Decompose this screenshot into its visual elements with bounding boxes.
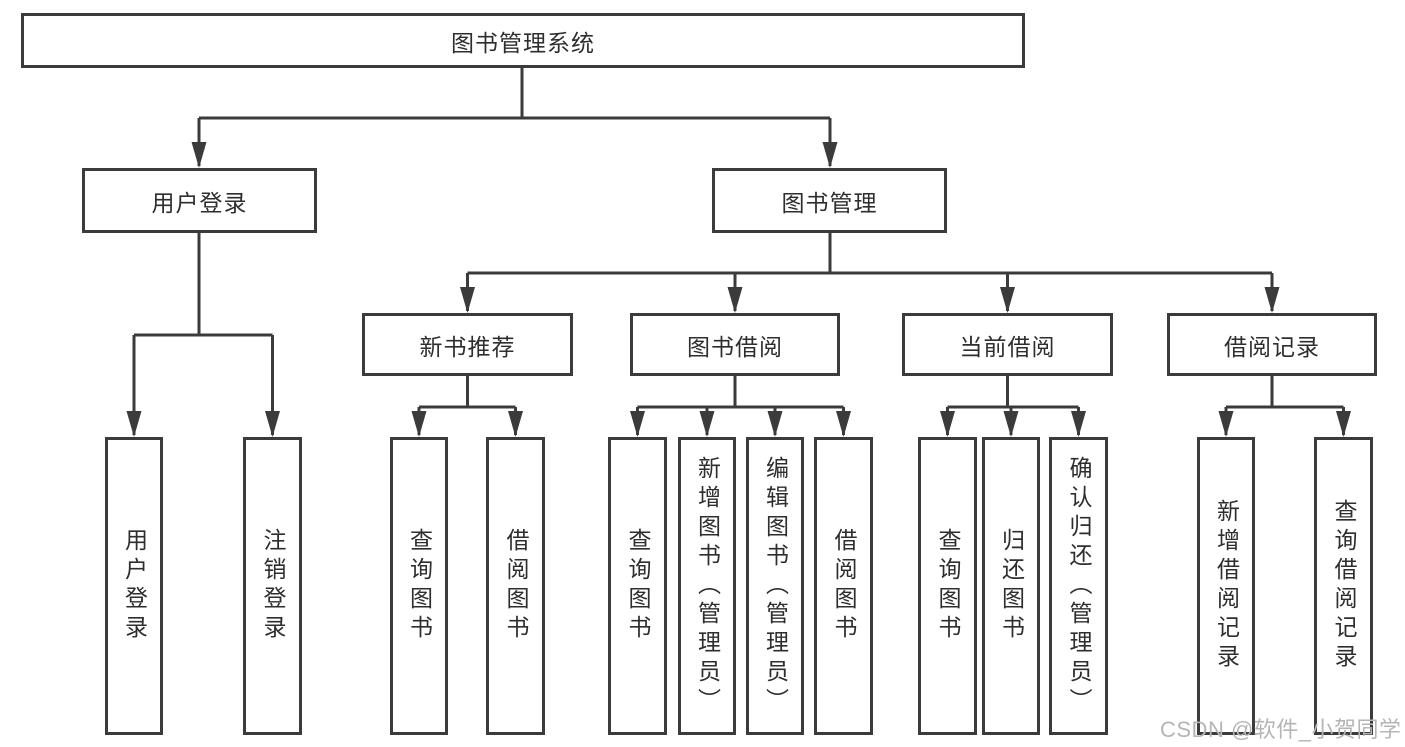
node-current-borrowing: 当前借阅 xyxy=(902,313,1113,376)
node-new-book-recommendation: 新书推荐 xyxy=(362,313,573,376)
node-label: 注销登录 xyxy=(260,528,286,644)
node-library-management-system: 图书管理系统 xyxy=(21,13,1025,68)
node-label: 新增借阅记录 xyxy=(1213,499,1240,673)
leaf-newbook-borrow-books: 借阅图书 xyxy=(486,437,545,735)
node-label: 借阅图书 xyxy=(503,528,529,644)
leaf-newbook-query-books: 查询图书 xyxy=(390,437,448,735)
node-label: 图书借阅 xyxy=(687,333,783,360)
connector-borrowing-records xyxy=(1224,376,1345,435)
leaf-borrowing-add-books-admin: 新增图书（管理员） xyxy=(678,437,736,735)
connector-user-login xyxy=(132,233,274,435)
node-label: 查询图书 xyxy=(935,528,961,644)
node-label: 编辑图书（管理员） xyxy=(762,455,789,717)
leaf-borrowing-query-books: 查询图书 xyxy=(608,437,667,735)
leaf-current-confirm-return-admin: 确认归还（管理员） xyxy=(1049,437,1108,735)
leaf-records-add-record: 新增借阅记录 xyxy=(1197,437,1255,735)
node-label: 借阅图书 xyxy=(831,528,857,644)
node-label: 借阅记录 xyxy=(1224,333,1320,360)
connector-new-book-recommendation xyxy=(417,376,517,435)
node-label: 查询图书 xyxy=(406,528,433,644)
leaf-user-login: 用户登录 xyxy=(105,437,163,735)
node-label: 新增图书（管理员） xyxy=(694,455,721,717)
leaf-current-return-books: 归还图书 xyxy=(982,437,1040,735)
node-label: 查询图书 xyxy=(625,528,651,644)
node-label: 查询借阅记录 xyxy=(1331,499,1357,673)
node-label: 当前借阅 xyxy=(959,333,1056,360)
leaf-current-query-books: 查询图书 xyxy=(918,437,977,735)
connector-root xyxy=(197,68,832,166)
node-label: 新书推荐 xyxy=(419,333,516,360)
arrowheads xyxy=(126,142,1351,437)
node-label: 归还图书 xyxy=(998,528,1025,644)
node-user-login: 用户登录 xyxy=(82,168,317,233)
watermark-text: CSDN @软件_小贺同学 xyxy=(1160,717,1402,742)
leaf-borrowing-borrow-books: 借阅图书 xyxy=(814,437,873,735)
connector-book-borrowing xyxy=(636,376,845,435)
node-label: 用户登录 xyxy=(151,189,248,216)
leaf-records-query-record: 查询借阅记录 xyxy=(1314,437,1373,735)
node-label: 图书管理系统 xyxy=(451,29,595,56)
node-label: 图书管理 xyxy=(781,189,878,216)
connector-book-management xyxy=(466,233,1274,311)
leaf-logout: 注销登录 xyxy=(243,437,302,735)
node-borrowing-records: 借阅记录 xyxy=(1167,313,1377,376)
node-book-borrowing: 图书借阅 xyxy=(630,313,840,376)
node-label: 确认归还（管理员） xyxy=(1066,455,1092,717)
node-book-management: 图书管理 xyxy=(712,168,947,233)
leaf-borrowing-edit-books-admin: 编辑图书（管理员） xyxy=(746,437,804,735)
node-label: 用户登录 xyxy=(121,528,148,644)
